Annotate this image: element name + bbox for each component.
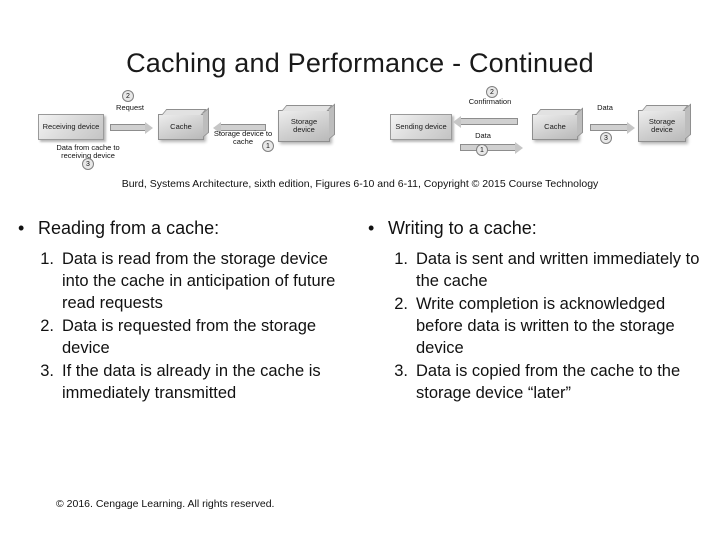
storage-to-cache-label: Storage device to cache: [213, 129, 273, 147]
confirmation-label: Confirmation: [468, 97, 512, 106]
badge-2-right: 2: [486, 86, 498, 98]
list-item: 1. Data is sent and written immediately …: [390, 249, 702, 293]
writing-list: 1. Data is sent and written immediately …: [390, 249, 702, 405]
bullet-icon-right: •: [368, 218, 375, 238]
list-item-text: If the data is already in the cache is i…: [62, 361, 321, 402]
list-item: 3. Data is copied from the cache to the …: [390, 361, 702, 405]
figure-group: Receiving device Request 2 Cache Storage…: [30, 86, 690, 170]
reading-list: 1. Data is read from the storage device …: [36, 249, 352, 405]
list-item: 2. Write completion is acknowledged befo…: [390, 294, 702, 360]
list-item-number: 1.: [40, 250, 54, 268]
confirmation-arrow: [453, 116, 518, 128]
list-item-number: 1.: [394, 250, 408, 268]
list-item-text: Write completion is acknowledged before …: [416, 294, 675, 357]
list-item-number: 3.: [394, 361, 408, 380]
data-out-arrow: [590, 122, 635, 134]
list-item-text: Data is read from the storage device int…: [62, 250, 336, 312]
list-item: 2. Data is requested from the storage de…: [36, 316, 352, 360]
bullet-icon-left: •: [18, 218, 25, 238]
cache-box-right: Cache: [532, 114, 578, 140]
writing-heading-text: Writing to a cache:: [388, 218, 537, 238]
reading-heading: • Reading from a cache:: [18, 218, 366, 239]
data-out-label: Data: [597, 103, 613, 112]
request-label: Request: [116, 103, 144, 112]
page-title: Caching and Performance - Continued: [126, 48, 594, 78]
badge-3-right: 3: [600, 132, 612, 144]
list-item: 1. Data is read from the storage device …: [36, 249, 352, 315]
column-writing: • Writing to a cache: 1. Data is sent an…: [368, 218, 708, 406]
badge-2-left: 2: [122, 90, 134, 102]
sending-device-box: Sending device: [390, 114, 452, 140]
data-in-arrow: [460, 142, 523, 154]
column-reading: • Reading from a cache: 1. Data is read …: [18, 218, 366, 406]
writing-heading: • Writing to a cache:: [368, 218, 708, 239]
badge-3-left: 3: [82, 158, 94, 170]
reading-heading-text: Reading from a cache:: [38, 218, 220, 238]
list-item-text: Data is copied from the cache to the sto…: [416, 361, 681, 402]
list-item-number: 2.: [394, 294, 408, 313]
figure-writing-cache: Sending device Confirmation 2 Data 1 Cac…: [386, 86, 690, 170]
badge-1-left: 1: [262, 140, 274, 152]
cache-to-receiving-label: Data from cache to receiving device: [56, 143, 120, 161]
figure-reading-cache: Receiving device Request 2 Cache Storage…: [30, 90, 350, 170]
list-item-text: Data is requested from the storage devic…: [62, 316, 317, 357]
list-item-number: 2.: [40, 316, 54, 335]
storage-device-box-right: Storage device: [638, 110, 686, 142]
figure-credit: Burd, Systems Architecture, sixth editio…: [121, 178, 599, 190]
list-item-number: 3.: [40, 361, 54, 380]
copyright-footer: © 2016. Cengage Learning. All rights res…: [56, 498, 275, 510]
storage-to-cache-arrow: [213, 122, 266, 134]
list-item-text: Data is sent and written immediately to …: [416, 250, 700, 290]
storage-device-box-left: Storage device: [278, 110, 330, 142]
cache-box-left: Cache: [158, 114, 204, 140]
request-arrow: [110, 122, 153, 134]
list-item: 3. If the data is already in the cache i…: [36, 361, 352, 405]
data-in-label: Data: [475, 131, 491, 140]
receiving-device-box: Receiving device: [38, 114, 104, 140]
badge-1-right: 1: [476, 144, 488, 156]
